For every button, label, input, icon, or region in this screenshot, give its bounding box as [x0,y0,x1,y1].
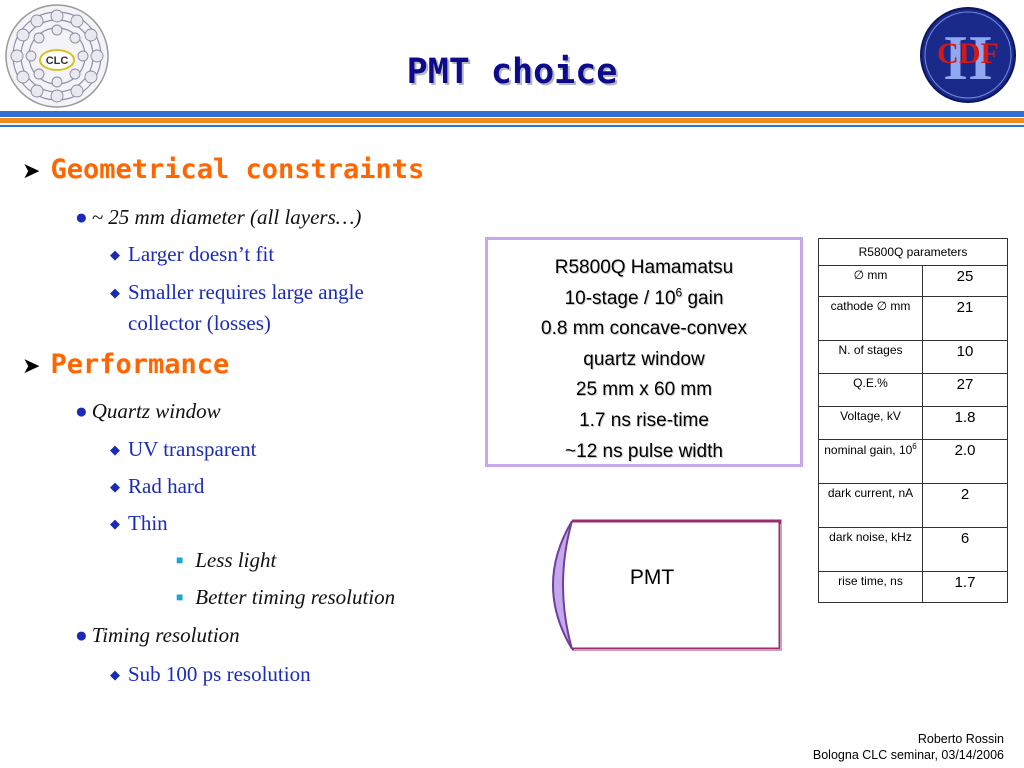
pmt-diagram: PMT [552,519,782,651]
table-row: dark current, nA 2 [818,483,1008,528]
page-title: PMT choice [406,52,618,92]
table-row: rise time, ns 1.7 [818,571,1008,603]
bullet-smaller: ◆Smaller requires large angle [110,280,364,304]
arrow-bullet-icon: ➤ [22,159,41,184]
spec-window-type: quartz window [583,348,705,370]
bullet-rad: ◆Rad hard [110,474,205,498]
dot-bullet-icon: ● [75,623,88,647]
square-bullet-icon: ■ [176,553,184,567]
table-row: nominal gain, 106 2.0 [818,439,1008,484]
cdf-text: CDF [937,37,999,70]
pmt-label: PMT [630,566,675,589]
table-row: cathode ∅ mm 21 [818,296,1008,341]
table-row: ∅ mm 25 [818,265,1008,297]
bullet-timing: ●Timing resolution [75,623,240,647]
parameters-table: R5800Q parameters ∅ mm 25 cathode ∅ mm 2… [818,238,1008,603]
spec-rise-time: 1.7 ns rise-time [579,409,709,431]
table-row: Voltage, kV 1.8 [818,406,1008,440]
heading-performance: ➤Performance [22,349,230,380]
header-bar-thin [0,125,1024,127]
dot-bullet-icon: ● [75,205,88,229]
clc-logo-text: CLC [46,55,69,67]
spec-model: R5800Q Hamamatsu [554,257,734,278]
dot-bullet-icon: ● [75,399,88,423]
diamond-bullet-icon: ◆ [110,516,120,531]
table-header-row: R5800Q parameters [818,238,1008,266]
table-header: R5800Q parameters [818,238,1008,266]
spec-size: 25 mm x 60 mm [575,379,713,401]
footer-author: Roberto Rossin [917,732,1004,746]
square-bullet-icon: ■ [176,590,184,604]
bullet-larger: ◆Larger doesn’t fit [110,242,275,266]
diamond-bullet-icon: ◆ [110,442,120,457]
bullet-quartz: ●Quartz window [75,399,221,423]
bullet-thin: ◆Thin [110,511,168,535]
spec-stages: 10-stage / 106 gain [564,285,724,309]
spec-window: 0.8 mm concave-convex [541,318,747,340]
diamond-bullet-icon: ◆ [110,667,120,682]
table-row: Q.E.% 27 [818,373,1008,407]
header-bar-blue [0,111,1024,117]
footer: Roberto Rossin Bologna CLC seminar, 03/1… [813,731,1004,763]
table-row: dark noise, kHz 6 [818,527,1008,572]
diamond-bullet-icon: ◆ [110,285,120,300]
cdf-logo: II CDF [920,7,1016,103]
footer-event: Bologna CLC seminar, 03/14/2006 [812,748,1004,762]
cdf-numeral: II [943,22,993,93]
diamond-bullet-icon: ◆ [110,247,120,262]
diamond-bullet-icon: ◆ [110,479,120,494]
table-row: N. of stages 10 [818,340,1008,374]
heading-geometrical: ➤Geometrical constraints [22,154,425,185]
bullet-diameter: ●~ 25 mm diameter (all layers…) [75,205,362,229]
bullet-uv: ◆UV transparent [110,437,257,461]
bullet-sub100: ◆Sub 100 ps resolution [110,662,311,686]
bullet-less-light: ■Less light [176,548,277,572]
clc-logo: CLC [5,4,109,108]
spec-pulse-width: ~12 ns pulse width [565,440,723,462]
bullet-better-timing: ■Better timing resolution [176,585,396,609]
arrow-bullet-icon: ➤ [22,354,41,379]
header-bar-orange [0,118,1024,123]
bullet-smaller-cont: collector (losses) [128,311,271,335]
pmt-spec-box: R5800Q Hamamatsu 10-stage / 106 gain 0.8… [485,237,803,467]
